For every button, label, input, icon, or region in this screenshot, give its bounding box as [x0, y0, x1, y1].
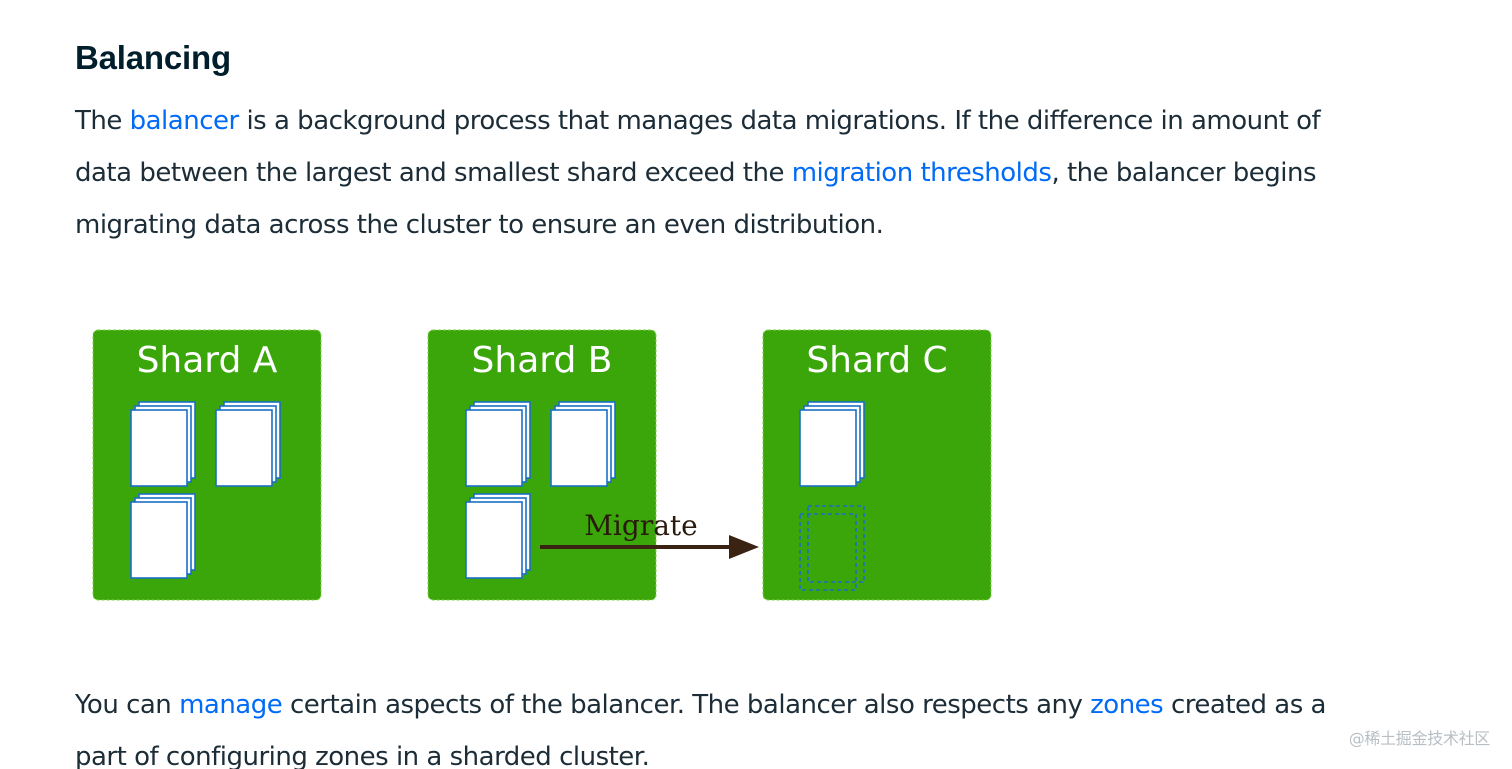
text-run: is a background process that manages dat… [238, 106, 1321, 136]
text-run: data between the largest and smallest sh… [75, 158, 792, 188]
paragraph-line: migrating data across the cluster to ens… [75, 199, 1495, 251]
migrate-label: Migrate [584, 509, 697, 542]
document-icon [799, 401, 865, 487]
paragraph-line: part of configuring zones in a sharded c… [75, 731, 1505, 769]
document-icon [550, 401, 616, 487]
document-icon [130, 493, 196, 579]
migrate-arrow: Migrate [540, 509, 759, 559]
paragraph-line: You can manage certain aspects of the ba… [75, 679, 1505, 731]
balancing-diagram: Shard A Shard B Shard C M [85, 320, 1005, 610]
balancer-link[interactable]: balancer [129, 106, 240, 136]
watermark: @稀土掘金技术社区 [1348, 729, 1491, 748]
balancer-description-paragraph: The balancer is a background process tha… [75, 95, 1495, 251]
document-icon [465, 493, 531, 579]
text-run: created as a [1163, 690, 1326, 720]
shard-a-box: Shard A [92, 329, 322, 601]
document-icon [130, 401, 196, 487]
document-icon [465, 401, 531, 487]
shard-c-label: Shard C [806, 340, 947, 381]
paragraph-line: data between the largest and smallest sh… [75, 147, 1495, 199]
shard-c-box: Shard C [762, 329, 992, 601]
text-run: part of configuring zones in a sharded c… [75, 742, 650, 769]
shard-b-label: Shard B [472, 340, 613, 381]
balancing-diagram-svg: Shard A Shard B Shard C M [92, 329, 992, 601]
migration-thresholds-link[interactable]: migration thresholds [791, 158, 1052, 188]
zones-link[interactable]: zones [1090, 690, 1164, 720]
text-run: The [75, 106, 130, 136]
shard-b-box: Shard B [427, 329, 657, 601]
paragraph-line: The balancer is a background process tha… [75, 95, 1495, 147]
shard-a-label: Shard A [137, 340, 278, 381]
text-run: certain aspects of the balancer. The bal… [282, 690, 1091, 720]
text-run: , the balancer begins [1051, 158, 1316, 188]
incoming-document-placeholder-icon [799, 505, 865, 591]
balancer-management-paragraph: You can manage certain aspects of the ba… [75, 679, 1505, 769]
text-run: migrating data across the cluster to ens… [75, 210, 884, 240]
document-icon [215, 401, 281, 487]
manage-link[interactable]: manage [179, 690, 283, 720]
section-heading: Balancing [75, 39, 231, 76]
text-run: You can [75, 690, 180, 720]
